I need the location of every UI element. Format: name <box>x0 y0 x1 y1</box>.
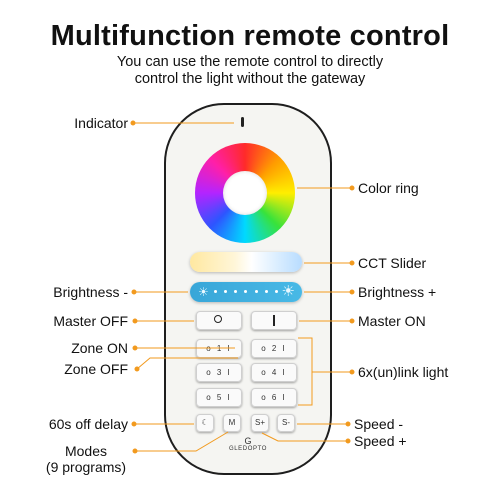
speed-plus-callout <box>261 432 348 442</box>
cct-slider[interactable] <box>190 252 302 272</box>
modes-callout <box>135 431 229 452</box>
brand-logo: G GLEDOPTO <box>203 436 293 452</box>
label-cct-slider: CCT Slider <box>358 255 427 271</box>
color-ring-center <box>223 171 267 215</box>
master-off-button[interactable] <box>196 311 242 330</box>
label-speed-plus: Speed + <box>354 433 407 449</box>
speed-plus-button[interactable]: S+ <box>251 414 269 432</box>
indicator-light <box>241 117 244 127</box>
sun-small-icon: ☀ <box>198 285 209 299</box>
sun-large-icon: ☀ <box>281 283 295 300</box>
zone-5-button[interactable]: o 5 I <box>196 388 242 407</box>
zone-4-button[interactable]: o 4 I <box>251 363 297 382</box>
label-master-on: Master ON <box>358 313 426 329</box>
label-master-off: Master OFF <box>53 313 128 329</box>
link-bracket <box>298 337 313 406</box>
brand-name: GLEDOPTO <box>228 446 268 452</box>
brightness-slider[interactable]: ☀ ☀ <box>190 282 302 302</box>
label-link: 6x(un)link light <box>358 364 449 380</box>
label-color-ring: Color ring <box>358 180 419 196</box>
zone-3-button[interactable]: o 3 I <box>196 363 242 382</box>
label-modes-line-2: (9 programs) <box>45 459 127 475</box>
label-indicator: Indicator <box>74 115 128 131</box>
subtitle: You can use the remote control to direct… <box>0 54 500 88</box>
power-off-icon <box>214 315 222 323</box>
zone-6-button[interactable]: o 6 I <box>251 388 297 407</box>
subtitle-line-2: control the light without the gateway <box>134 71 366 87</box>
zone-2-button[interactable]: o 2 I <box>251 339 297 358</box>
subtitle-line-1: You can use the remote control to direct… <box>116 54 384 70</box>
speed-minus-button[interactable]: S- <box>277 414 295 432</box>
label-zone-on: Zone ON <box>71 340 128 356</box>
zone-off-callout <box>136 357 238 370</box>
label-modes: Modes (9 programs) <box>40 443 132 475</box>
label-zone-off: Zone OFF <box>64 361 128 377</box>
power-on-icon <box>273 315 275 326</box>
master-on-button[interactable] <box>251 311 297 330</box>
modes-button[interactable]: M <box>223 414 241 432</box>
label-brightness-plus: Brightness + <box>358 284 437 300</box>
label-modes-line-1: Modes <box>64 443 108 459</box>
brand-mark-icon: G <box>244 436 252 446</box>
label-off-delay: 60s off delay <box>48 416 128 432</box>
label-speed-minus: Speed - <box>354 416 404 432</box>
brightness-dots <box>214 290 278 294</box>
off-delay-button[interactable]: ☾ <box>196 414 214 432</box>
page-title: Multifunction remote control <box>50 20 450 52</box>
label-brightness-minus: Brightness - <box>53 284 128 300</box>
